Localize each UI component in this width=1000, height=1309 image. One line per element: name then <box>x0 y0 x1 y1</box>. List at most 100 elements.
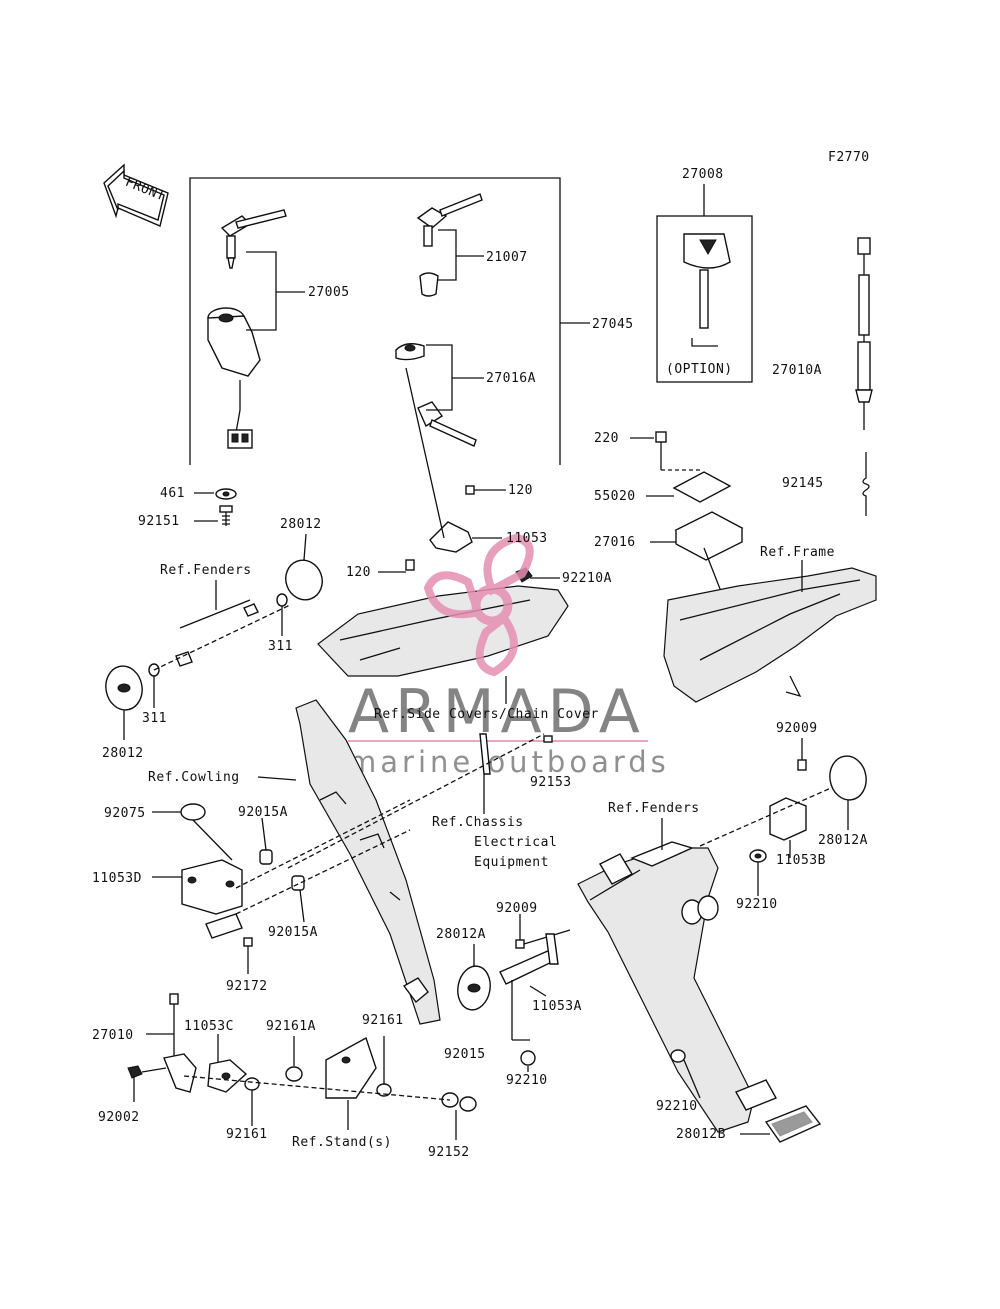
front-arrow-icon: FRONT <box>103 163 169 227</box>
label-92210-bottom: 92210 <box>656 1099 698 1114</box>
bolt-92002 <box>127 1065 167 1102</box>
label-92153: 92153 <box>530 775 572 790</box>
watermark-brand: ARMADA <box>348 677 646 747</box>
option-label: (OPTION) <box>666 362 733 377</box>
bolt-92172 <box>243 937 253 974</box>
label-28012B: 28012B <box>676 1127 726 1142</box>
washer-461 <box>194 488 237 500</box>
label-92145: 92145 <box>782 476 824 491</box>
watermark-tagline: marine outboards <box>348 745 670 779</box>
reflector-28012-top <box>285 533 323 601</box>
cowling-piece <box>257 699 441 1025</box>
bolt-220 <box>630 431 700 471</box>
label-120-b: 120 <box>346 565 371 580</box>
lock-base-27016 <box>650 511 744 641</box>
label-220: 220 <box>594 431 619 446</box>
label-28012A-mid: 28012A <box>436 927 486 942</box>
label-27010A: 27010A <box>772 363 822 378</box>
label-461: 461 <box>160 486 185 501</box>
nut-92210-mid <box>520 1050 536 1072</box>
bolt-92009-right <box>797 738 807 771</box>
label-11053D: 11053D <box>92 871 142 886</box>
ref-chassis-line2: Electrical <box>474 835 557 850</box>
label-92009-mid: 92009 <box>496 901 538 916</box>
label-311-a: 311 <box>268 639 293 654</box>
watermark-rule <box>348 740 648 742</box>
option-key-27008: (OPTION) <box>656 184 753 383</box>
label-27016: 27016 <box>594 535 636 550</box>
label-28012-bottom: 28012 <box>102 746 144 761</box>
armada-logo-icon <box>423 533 534 677</box>
ref-side-covers: Ref.Side Covers/Chain Cover <box>374 707 599 722</box>
label-27010: 27010 <box>92 1028 134 1043</box>
spacer-92015A-b <box>291 875 305 923</box>
label-28012-top: 28012 <box>280 517 322 532</box>
label-92075: 92075 <box>104 806 146 821</box>
washer-92161-b <box>376 1036 392 1097</box>
label-92210-mid: 92210 <box>506 1073 548 1088</box>
spring-92145 <box>862 452 870 516</box>
ignition-switch-27005 <box>207 209 305 449</box>
bracket-11053C <box>207 1034 248 1093</box>
group-bracket-27045 <box>189 177 590 465</box>
nut-92210-right <box>749 849 767 896</box>
label-27008: 27008 <box>682 167 724 182</box>
ref-chassis-line1: Ref.Chassis <box>432 815 524 830</box>
label-92152: 92152 <box>428 1145 470 1160</box>
stand-bracket <box>325 1036 377 1130</box>
label-311-b: 311 <box>142 711 167 726</box>
label-92015: 92015 <box>444 1047 486 1062</box>
ref-fenders-right: Ref.Fenders <box>608 801 700 816</box>
label-27045: 27045 <box>592 317 634 332</box>
label-28012A-right: 28012A <box>818 833 868 848</box>
washer-92161-a <box>244 1077 260 1126</box>
ref-cowling: Ref.Cowling <box>148 770 240 785</box>
label-11053B: 11053B <box>776 853 826 868</box>
spacer-92161A <box>285 1036 303 1082</box>
bracket-11053D <box>152 799 411 939</box>
label-92172: 92172 <box>226 979 268 994</box>
label-11053A: 11053A <box>532 999 582 1014</box>
stand-axis-line <box>183 1075 451 1101</box>
chassis-pointer <box>287 733 553 869</box>
label-27016A: 27016A <box>486 371 536 386</box>
ref-stand: Ref.Stand(s) <box>292 1135 392 1150</box>
label-55020: 55020 <box>594 489 636 504</box>
label-92161A: 92161A <box>266 1019 316 1034</box>
ref-fenders-left: Ref.Fenders <box>160 563 252 578</box>
label-92161-a: 92161 <box>362 1013 404 1028</box>
switch-27010 <box>146 993 197 1093</box>
bracket-55020 <box>646 471 732 503</box>
label-92161-b: 92161 <box>226 1127 268 1142</box>
reflector-28012B <box>740 1105 822 1143</box>
bracket-11053B <box>699 783 841 858</box>
bolt-92151 <box>194 505 233 526</box>
fender-mount-left <box>105 580 291 740</box>
key-set-21007 <box>416 193 484 297</box>
reflector-28012A-right <box>829 755 867 830</box>
label-21007: 21007 <box>486 250 528 265</box>
label-92015A-b: 92015A <box>268 925 318 940</box>
label-92009-right: 92009 <box>776 721 818 736</box>
label-92002: 92002 <box>98 1110 140 1125</box>
reflector-28012A-mid <box>457 944 491 1011</box>
label-92015A-a: 92015A <box>238 805 288 820</box>
nut-92210-bottom <box>670 1049 701 1099</box>
label-92151: 92151 <box>138 514 180 529</box>
label-92210-right: 92210 <box>736 897 778 912</box>
cap-92075 <box>152 803 233 861</box>
frame-section <box>663 560 877 703</box>
ref-frame: Ref.Frame <box>760 545 835 560</box>
figure-code: F2770 <box>828 150 870 165</box>
label-11053C: 11053C <box>184 1019 234 1034</box>
label-120-a: 120 <box>508 483 533 498</box>
spacer-92015A-a <box>259 817 273 865</box>
bracket-11053 <box>378 367 506 573</box>
lock-27016A <box>395 343 484 447</box>
label-11053: 11053 <box>506 531 548 546</box>
sensor-27010A <box>855 237 873 430</box>
rear-fender <box>577 818 777 1133</box>
bolt-92009-mid <box>515 914 571 949</box>
label-27005: 27005 <box>308 285 350 300</box>
